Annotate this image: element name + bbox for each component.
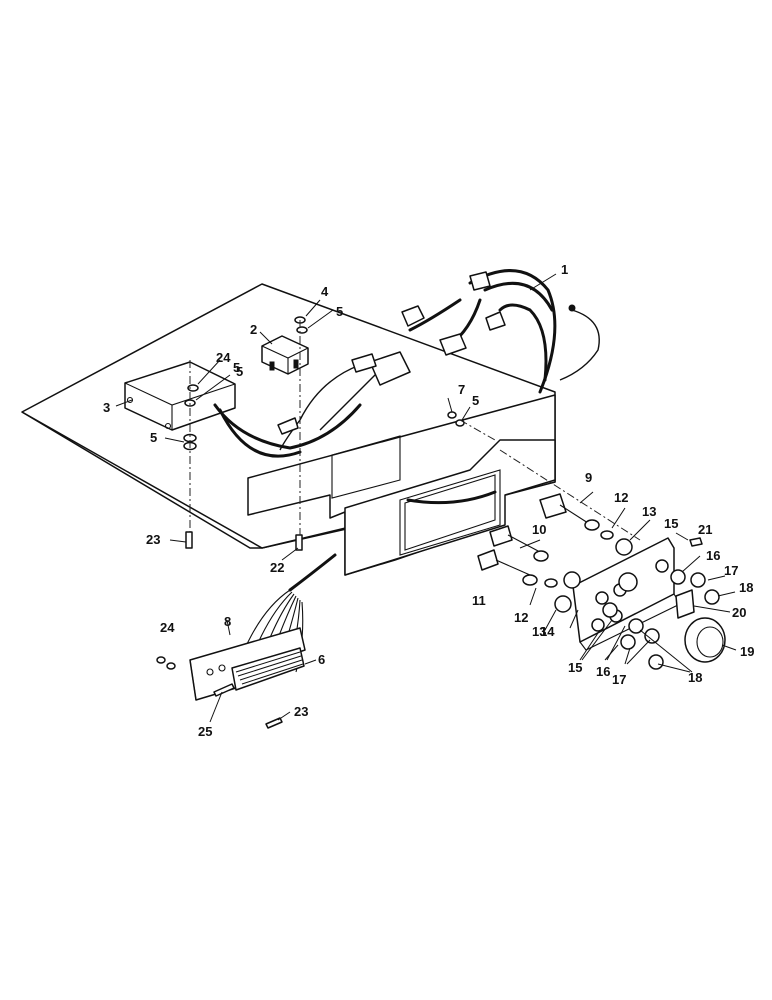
callout-16: 16 <box>706 548 720 563</box>
relay <box>261 335 309 375</box>
callout-5: 5 <box>336 304 343 319</box>
callout-5: 5 <box>236 364 243 379</box>
callout-13: 13 <box>532 624 546 639</box>
callout-5: 5 <box>150 430 157 445</box>
callout-3: 3 <box>103 400 110 415</box>
callout-leaders <box>115 273 737 723</box>
callout-8: 8 <box>224 614 231 629</box>
callout-6: 6 <box>318 652 325 667</box>
callout-5: 5 <box>472 393 479 408</box>
wiring-harness <box>277 269 600 451</box>
callout-12: 12 <box>614 490 628 505</box>
callout-7: 7 <box>458 382 465 397</box>
callout-16: 16 <box>596 664 610 679</box>
callout-13: 13 <box>642 504 656 519</box>
callout-5: 5 <box>233 360 240 375</box>
callout-20: 20 <box>732 605 746 620</box>
gauge-panel <box>477 493 726 670</box>
callout-15: 15 <box>568 660 582 675</box>
callout-18: 18 <box>739 580 753 595</box>
terminal-harness <box>189 553 337 701</box>
callout-11: 11 <box>472 593 486 608</box>
callout-23: 23 <box>146 532 160 547</box>
callout-10: 10 <box>532 522 546 537</box>
callout-24: 24 <box>216 350 231 365</box>
controller-box <box>124 361 362 458</box>
callout-17: 17 <box>612 672 626 687</box>
callout-2: 2 <box>250 322 257 337</box>
callout-18: 18 <box>688 670 702 685</box>
fasteners <box>156 316 641 729</box>
callout-24: 24 <box>160 620 175 635</box>
callout-15: 15 <box>664 516 678 531</box>
callout-19: 19 <box>740 644 754 659</box>
callout-17: 17 <box>724 563 738 578</box>
callout-23: 23 <box>294 704 308 719</box>
callout-4: 4 <box>321 284 329 299</box>
callout-14: 14 <box>540 624 555 639</box>
callout-21: 21 <box>698 522 712 537</box>
dash-panel <box>247 394 556 576</box>
callout-22: 22 <box>270 560 284 575</box>
callout-12: 12 <box>514 610 528 625</box>
callout-9: 9 <box>585 470 592 485</box>
callout-1: 1 <box>561 262 568 277</box>
callout-25: 25 <box>198 724 212 739</box>
